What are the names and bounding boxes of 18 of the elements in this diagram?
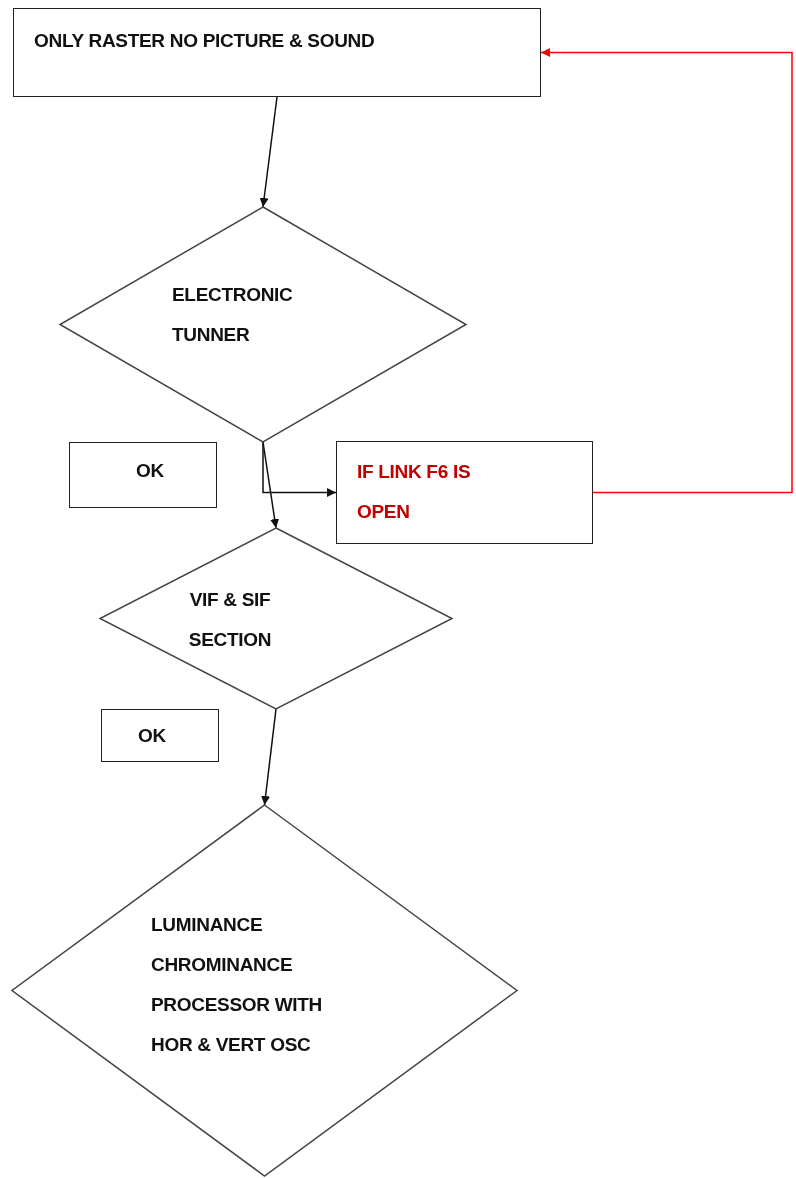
- node-label: LUMINANCE CHROMINANCE PROCESSOR WITH HOR & VERT OSC: [151, 913, 324, 1057]
- process-box: [13, 8, 541, 97]
- process-box: [69, 442, 217, 508]
- decision-diamond: [12, 805, 517, 1176]
- arrow: [540, 48, 793, 494]
- node-label: OK: [138, 724, 167, 748]
- decision-diamond: [100, 528, 452, 709]
- arrow: [261, 708, 277, 806]
- process-box: [101, 709, 219, 762]
- node-label: ELECTRONIC TUNNER: [172, 283, 294, 347]
- node-label: IF LINK F6 IS OPEN: [357, 460, 472, 524]
- node-label: VIF & SIF SECTION: [187, 588, 273, 652]
- node-label: ONLY RASTER NO PICTURE & SOUND: [34, 29, 376, 53]
- process-box: [336, 441, 593, 544]
- decision-diamond: [60, 207, 466, 442]
- arrow: [262, 441, 337, 497]
- arrow: [259, 96, 278, 208]
- node-label: OK: [136, 459, 165, 483]
